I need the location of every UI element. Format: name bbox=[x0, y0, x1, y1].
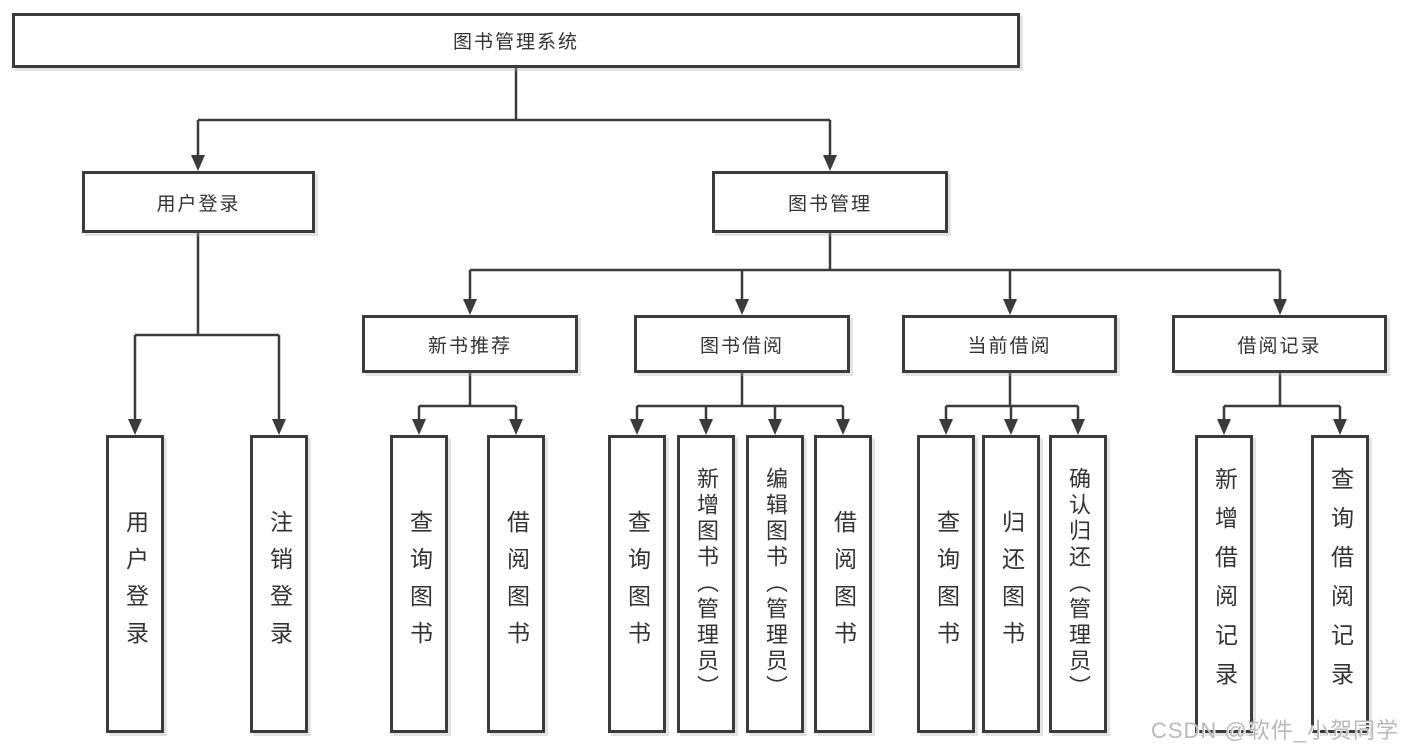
leaf-confirm-return-admin-label: 确认归还（管理员） bbox=[1066, 467, 1091, 701]
node-borrow-record-label: 借阅记录 bbox=[1237, 335, 1322, 357]
leaf-edit-book-admin: 编辑图书（管理员） bbox=[746, 435, 804, 733]
leaf-borrow-book-2-label: 借阅图书 bbox=[830, 510, 857, 658]
leaf-query-book-1-label: 查询图书 bbox=[406, 510, 433, 658]
arrowhead bbox=[191, 155, 205, 171]
node-book-borrow-label: 图书借阅 bbox=[699, 335, 784, 357]
arrowhead bbox=[1273, 299, 1287, 315]
leaf-add-borrow-record-label: 新增借阅记录 bbox=[1211, 467, 1238, 701]
arrowhead bbox=[1003, 299, 1017, 315]
arrowhead bbox=[630, 419, 644, 435]
connector-newbook-fan bbox=[412, 373, 523, 435]
arrowhead bbox=[1004, 419, 1018, 435]
node-new-book-recommend: 新书推荐 bbox=[362, 315, 578, 373]
leaf-add-borrow-record: 新增借阅记录 bbox=[1195, 435, 1253, 733]
leaf-query-borrow-record-label: 查询借阅记录 bbox=[1327, 467, 1354, 701]
node-book-management: 图书管理 bbox=[712, 171, 948, 233]
arrowhead bbox=[768, 419, 782, 435]
leaf-query-borrow-record: 查询借阅记录 bbox=[1311, 435, 1369, 733]
node-root-label: 图书管理系统 bbox=[452, 32, 579, 53]
node-current-borrow-label: 当前借阅 bbox=[967, 335, 1052, 357]
node-new-book-recommend-label: 新书推荐 bbox=[427, 335, 512, 357]
leaf-return-book-label: 归还图书 bbox=[998, 510, 1025, 658]
leaf-return-book: 归还图书 bbox=[982, 435, 1040, 733]
leaf-borrow-book-2: 借阅图书 bbox=[814, 435, 872, 733]
connector-current-fan bbox=[939, 373, 1085, 435]
node-user-login-label: 用户登录 bbox=[156, 193, 241, 215]
leaf-add-book-admin: 新增图书（管理员） bbox=[677, 435, 735, 733]
leaf-borrow-book-1-label: 借阅图书 bbox=[503, 510, 530, 658]
leaf-logout: 注销登录 bbox=[250, 435, 308, 733]
leaf-query-book-3-label: 查询图书 bbox=[933, 510, 960, 658]
leaf-confirm-return-admin: 确认归还（管理员） bbox=[1049, 435, 1107, 733]
leaf-logout-label: 注销登录 bbox=[266, 510, 293, 658]
connector-login-fan bbox=[128, 233, 286, 435]
leaf-edit-book-admin-label: 编辑图书（管理员） bbox=[763, 467, 788, 701]
leaf-user-login-label: 用户登录 bbox=[122, 510, 149, 658]
arrowhead bbox=[1333, 419, 1347, 435]
arrowhead bbox=[939, 419, 953, 435]
arrowhead bbox=[1217, 419, 1231, 435]
arrowhead bbox=[128, 419, 142, 435]
leaf-query-book-1: 查询图书 bbox=[390, 435, 448, 733]
connector-mgmt-fan bbox=[463, 233, 1287, 315]
leaf-add-book-admin-label: 新增图书（管理员） bbox=[694, 467, 719, 701]
node-current-borrow: 当前借阅 bbox=[902, 315, 1117, 373]
arrowhead bbox=[1071, 419, 1085, 435]
leaf-query-book-2-label: 查询图书 bbox=[624, 510, 651, 658]
arrowhead bbox=[823, 155, 837, 171]
arrowhead bbox=[272, 419, 286, 435]
arrowhead bbox=[412, 419, 426, 435]
arrowhead bbox=[735, 299, 749, 315]
arrowhead bbox=[463, 299, 477, 315]
node-borrow-record: 借阅记录 bbox=[1172, 315, 1387, 373]
node-root: 图书管理系统 bbox=[12, 13, 1020, 68]
arrowhead bbox=[836, 419, 850, 435]
connector-borrow-fan bbox=[630, 373, 850, 435]
leaf-borrow-book-1: 借阅图书 bbox=[487, 435, 545, 733]
node-book-borrow: 图书借阅 bbox=[634, 315, 850, 373]
arrowhead bbox=[509, 419, 523, 435]
leaf-query-book-3: 查询图书 bbox=[917, 435, 975, 733]
csdn-watermark: CSDN @软件_小贺同学 bbox=[1150, 718, 1399, 743]
node-user-login: 用户登录 bbox=[82, 171, 315, 233]
connector-record-fan bbox=[1217, 373, 1347, 435]
leaf-user-login: 用户登录 bbox=[106, 435, 164, 733]
node-book-management-label: 图书管理 bbox=[787, 193, 872, 215]
arrowhead bbox=[699, 419, 713, 435]
connector-root-fan bbox=[191, 68, 837, 171]
leaf-query-book-2: 查询图书 bbox=[608, 435, 666, 733]
